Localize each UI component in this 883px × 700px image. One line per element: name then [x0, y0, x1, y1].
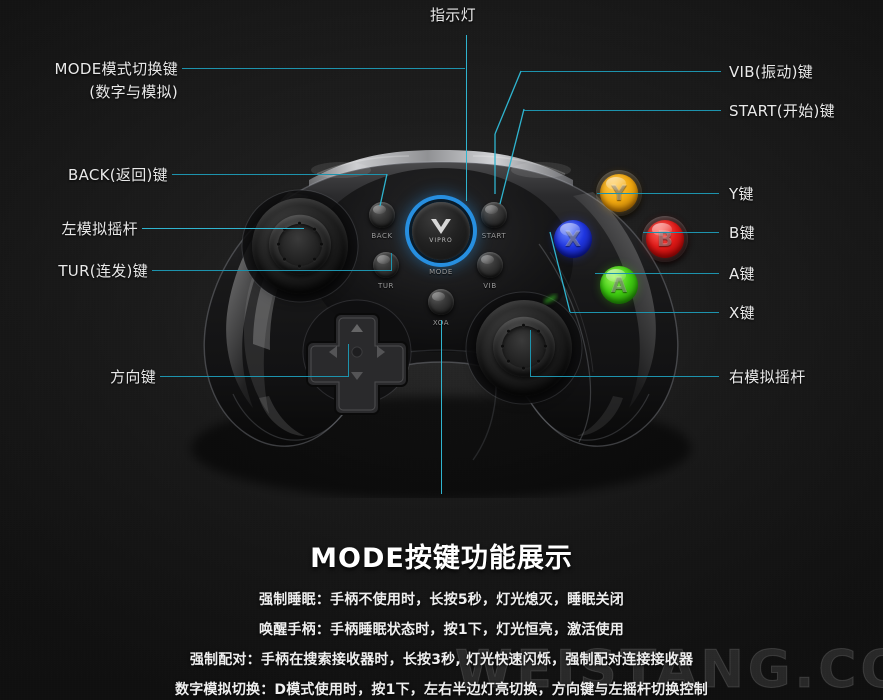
line-mode-caption	[441, 320, 442, 494]
left-stick-grip-dots	[277, 221, 323, 268]
start-button[interactable]	[481, 202, 507, 228]
line-indicator-light	[466, 35, 467, 201]
line-x-diag	[549, 231, 571, 313]
label-a-key: A键	[729, 265, 755, 283]
caption-line: 数字模拟切换：D模式使用时，按1下，左右半边灯亮切换，方向键与左摇杆切换控制	[175, 682, 708, 698]
caption-line: 强制配对：手柄在搜索接收器时，长按3秒, 灯光快速闪烁，强制配对连接接收器	[189, 652, 694, 668]
watermark-text: WEISTANG.COM	[454, 640, 883, 700]
right-analog-stick[interactable]	[476, 300, 572, 396]
right-stick-grip-dots	[501, 323, 547, 370]
captions-list: 强制睡眠：手柄不使用时，长按5秒，灯光熄灭，睡眠关闭 唤醒手柄：手柄睡眠状态时，…	[0, 589, 883, 699]
line-dpad-v	[348, 344, 349, 377]
xoa-button-label: XOA	[416, 319, 466, 327]
vib-button-label: VIB	[483, 282, 497, 290]
label-back-key: BACK(返回)键	[67, 166, 168, 184]
mode-button[interactable]: VIPRO	[412, 202, 470, 260]
line-tur-v	[391, 253, 392, 271]
label-start-key: START(开始)键	[729, 102, 835, 120]
tur-button[interactable]	[373, 252, 399, 278]
label-y-key: Y键	[729, 185, 754, 203]
line-x-h	[570, 312, 719, 313]
left-stick-cap	[269, 214, 331, 275]
mode-button-label: MODE	[429, 268, 453, 276]
label-dpad: 方向键	[110, 368, 156, 386]
right-stick-cap	[493, 316, 555, 377]
watermark-subtext: 百事丁旗舰店	[575, 650, 684, 668]
line-y	[597, 193, 719, 194]
start-button-label: START	[481, 232, 507, 240]
line-back-h	[172, 174, 387, 175]
label-b-key: B键	[729, 224, 755, 242]
label-mode-switch-line1: MODE模式切换键	[54, 60, 178, 78]
label-indicator-light: 指示灯	[430, 6, 476, 24]
line-tur-h	[152, 270, 392, 271]
line-b	[643, 232, 719, 233]
label-x-key: X键	[729, 304, 755, 322]
line-a	[595, 273, 719, 274]
line-right-stick-h	[530, 376, 719, 377]
captions-title: MODE按键功能展示	[310, 543, 573, 574]
caption-line: 唤醒手柄：手柄睡眠状态时，按1下，灯光恒亮，激活使用	[259, 622, 624, 638]
label-mode-switch-line2: (数字与模拟)	[89, 82, 178, 101]
dpad-cross-shape	[306, 313, 408, 415]
line-start-h	[524, 110, 721, 111]
line-start-diag	[499, 108, 525, 205]
line-vib-diag	[494, 70, 522, 194]
line-right-stick-v	[530, 330, 531, 376]
brand-label: VIPRO	[429, 237, 453, 244]
label-mode-switch: MODE模式切换键 (数字与模拟)	[0, 58, 178, 103]
back-button-label: BACK	[371, 232, 393, 240]
line-vib-h	[521, 71, 721, 72]
tur-button-label: TUR	[377, 282, 395, 290]
xoa-button[interactable]	[428, 289, 454, 315]
label-left-stick: 左模拟摇杆	[61, 220, 138, 238]
line-back-diag	[379, 173, 388, 207]
captions-block: MODE按键功能展示 强制睡眠：手柄不使用时，长按5秒，灯光熄灭，睡眠关闭 唤醒…	[0, 536, 883, 700]
line-dpad-h	[160, 376, 349, 377]
gamepad-body: BACK TUR START VIB XOA VIPRO MODE Y	[141, 148, 741, 498]
label-vib-key: VIB(振动)键	[729, 63, 814, 81]
left-analog-stick[interactable]	[252, 198, 348, 294]
line-left-stick	[142, 228, 304, 229]
back-button[interactable]	[369, 202, 395, 228]
line-mode-h	[182, 68, 465, 69]
caption-line: 强制睡眠：手柄不使用时，长按5秒，灯光熄灭，睡眠关闭	[259, 592, 624, 608]
vipro-logo-icon	[431, 219, 451, 234]
label-right-stick: 右模拟摇杆	[729, 368, 806, 386]
label-tur-key: TUR(连发)键	[58, 262, 148, 280]
vib-button[interactable]	[477, 252, 503, 278]
